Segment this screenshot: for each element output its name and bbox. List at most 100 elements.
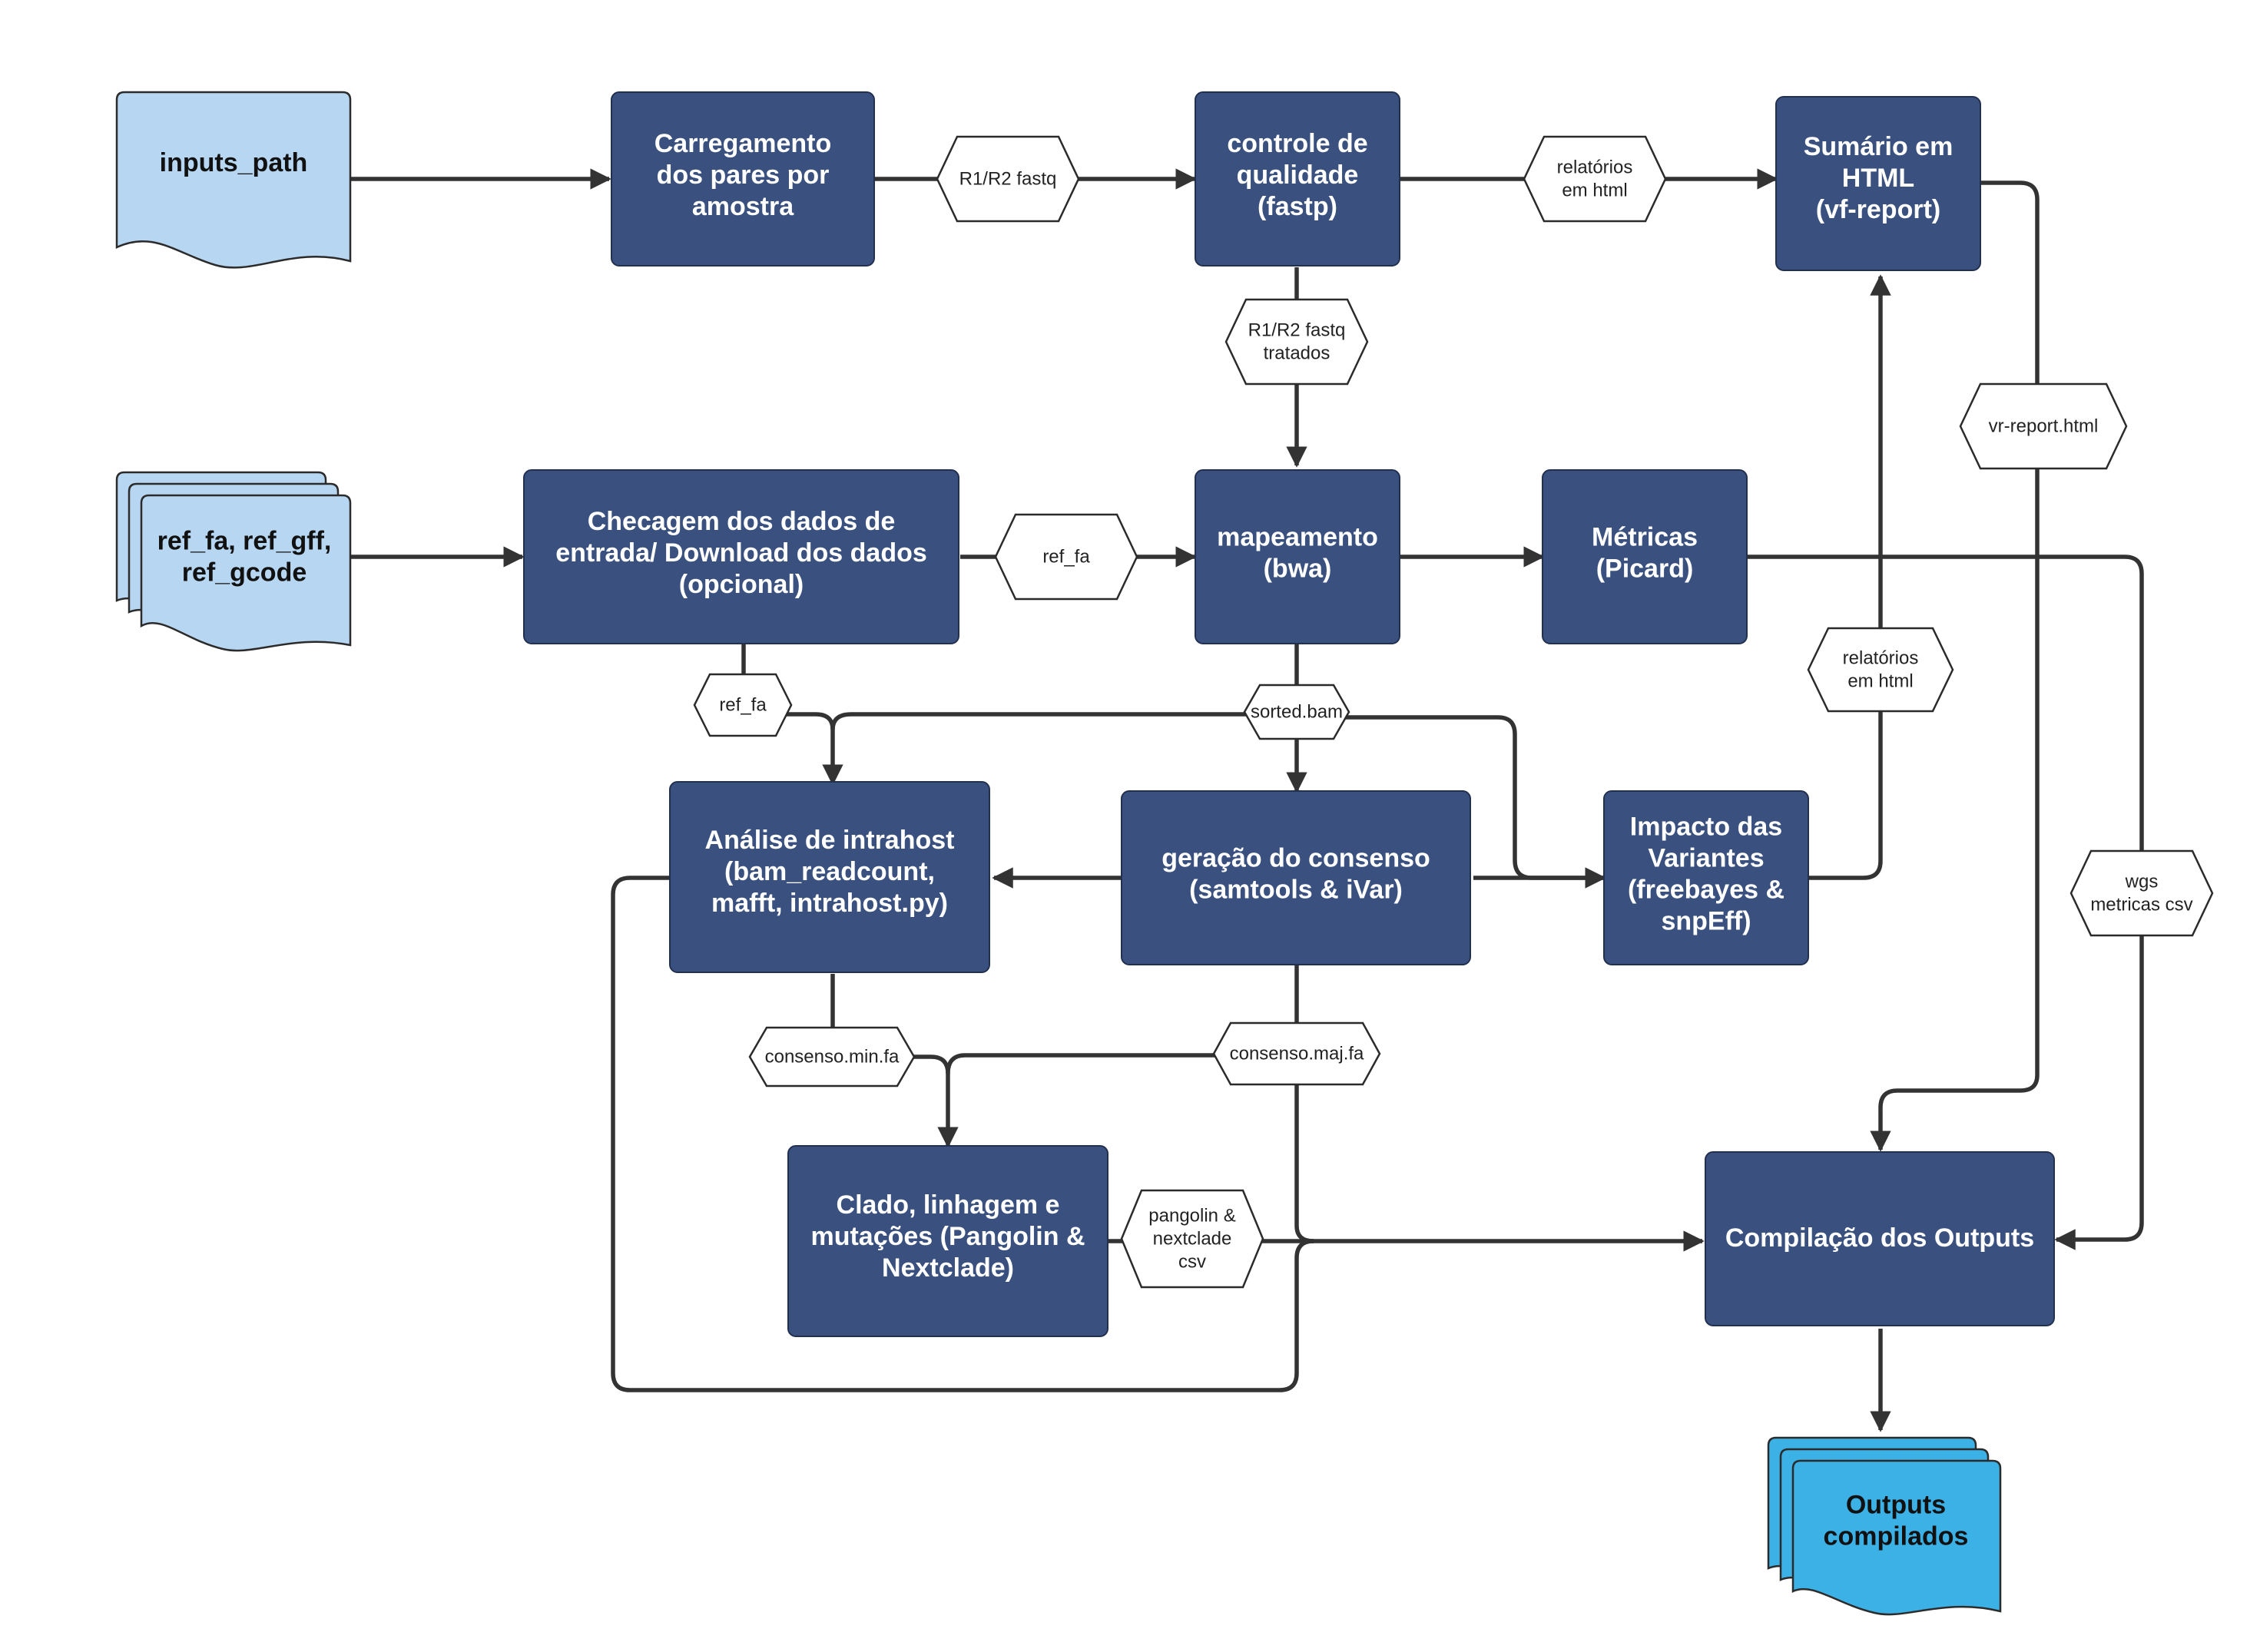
text-line: entrada/ Download dos dados bbox=[555, 538, 927, 568]
label-consenso-maj: consenso.maj.fa bbox=[1212, 1021, 1381, 1086]
text-line: (Picard) bbox=[1596, 555, 1694, 584]
text-line: relatórios bbox=[1843, 648, 1919, 669]
svg-text:consenso.maj.fa: consenso.maj.fa bbox=[1230, 1044, 1364, 1064]
text-line: relatórios bbox=[1557, 157, 1633, 178]
text-line: Outputs bbox=[1846, 1491, 1946, 1520]
text-line: ref_fa, ref_gff, bbox=[157, 527, 332, 556]
mapeamento-text: mapeamento (bwa) bbox=[1217, 523, 1378, 584]
svg-text:sorted.bam: sorted.bam bbox=[1251, 702, 1343, 723]
process-compilacao[interactable]: Compilação dos Outputs bbox=[1705, 1151, 2055, 1326]
text-line: csv bbox=[1178, 1252, 1206, 1273]
edge-sortedbam-to-intrahost bbox=[830, 712, 1297, 730]
process-metricas[interactable]: Métricas (Picard) bbox=[1542, 469, 1748, 644]
text-line: em html bbox=[1562, 180, 1627, 201]
text-line: Impacto das bbox=[1630, 813, 1782, 842]
text-line: qualidade bbox=[1237, 161, 1359, 190]
text-line: nextclade bbox=[1153, 1229, 1232, 1250]
metricas-text: Métricas (Picard) bbox=[1592, 523, 1698, 584]
process-consenso[interactable]: geração do consenso (samtools & iVar) bbox=[1121, 790, 1471, 965]
text-line: (bam_readcount, bbox=[724, 857, 935, 886]
text-line: ref_gcode bbox=[182, 558, 307, 588]
text-line: Métricas bbox=[1592, 523, 1698, 552]
edge-consenso-to-clado bbox=[946, 965, 1299, 1074]
text-line: dos pares por bbox=[657, 161, 830, 190]
text-line: vr-report.html bbox=[1989, 416, 2099, 437]
text-line: sorted.bam bbox=[1251, 702, 1343, 723]
process-sumario-html[interactable]: Sumário em HTML(vf-report) bbox=[1775, 96, 1981, 271]
ref-inputs-document-stack: ref_fa, ref_gff,ref_gcode bbox=[115, 471, 352, 652]
label-ref-fa-mid: ref_fa bbox=[994, 513, 1138, 601]
text-line: Carregamento bbox=[654, 129, 832, 158]
sumario-text: Sumário em HTML(vf-report) bbox=[1804, 132, 1953, 224]
process-controle-qualidade[interactable]: controle de qualidade(fastp) bbox=[1195, 91, 1400, 267]
text-line: mutações (Pangolin & bbox=[810, 1222, 1085, 1251]
label-wgs-metricas: wgs metricas csv bbox=[2069, 849, 2214, 937]
text-line: R1/R2 fastq bbox=[1248, 320, 1346, 341]
text-line: mapeamento bbox=[1217, 523, 1378, 552]
text-line: Variantes bbox=[1648, 844, 1764, 873]
consenso-text: geração do consenso (samtools & iVar) bbox=[1161, 844, 1430, 905]
inputs-path-text: inputs_path bbox=[160, 148, 308, 177]
text-line: R1/R2 fastq bbox=[959, 169, 1057, 190]
text-line: wgs bbox=[2125, 872, 2159, 892]
text-line: pangolin & bbox=[1148, 1206, 1235, 1227]
text-line: Sumário em bbox=[1804, 132, 1953, 161]
text-line: Análise de intrahost bbox=[705, 826, 955, 855]
label-r1r2-fastq: R1/R2 fastq bbox=[936, 135, 1080, 223]
text-line: consenso.maj.fa bbox=[1230, 1044, 1364, 1064]
text-line: consenso.min.fa bbox=[765, 1047, 900, 1068]
text-line: controle de bbox=[1227, 129, 1367, 158]
edge-impacto-to-sumario bbox=[1809, 274, 1891, 880]
edges bbox=[349, 168, 2144, 1432]
text-line: (bwa) bbox=[1264, 555, 1332, 584]
ref-inputs-text: ref_fa, ref_gff,ref_gcode bbox=[157, 527, 332, 588]
label-ref-fa-down: ref_fa bbox=[693, 673, 793, 737]
text-line: em html bbox=[1847, 671, 1913, 692]
svg-text:R1/R2 fastq: R1/R2 fastq bbox=[959, 169, 1057, 190]
svg-text:vr-report.html: vr-report.html bbox=[1989, 416, 2099, 437]
text-line: (opcional) bbox=[679, 570, 804, 599]
text-line: tratados bbox=[1264, 343, 1330, 364]
svg-text:ref_fa: ref_fa bbox=[719, 695, 767, 716]
text-line: (fastp) bbox=[1258, 192, 1337, 221]
text-line: (samtools & iVar) bbox=[1189, 876, 1403, 905]
text-line: HTML bbox=[1842, 164, 1914, 193]
label-consenso-min: consenso.min.fa bbox=[748, 1026, 916, 1088]
controle-text: controle de qualidade(fastp) bbox=[1227, 129, 1367, 221]
text-line: Compilação dos Outputs bbox=[1725, 1223, 2034, 1253]
text-line: mafft, intrahost.py) bbox=[711, 889, 948, 918]
text-line: Clado, linhagem e bbox=[837, 1190, 1060, 1220]
text-line: (freebayes & bbox=[1628, 876, 1784, 905]
text-line: geração do consenso bbox=[1161, 844, 1430, 873]
compilacao-text: Compilação dos Outputs bbox=[1725, 1223, 2034, 1253]
inputs-path-document: inputs_path bbox=[115, 91, 352, 269]
svg-text:ref_fa: ref_fa bbox=[1042, 547, 1090, 568]
text-line: metricas csv bbox=[2090, 895, 2192, 915]
edge-sumario-to-compilacao bbox=[1870, 180, 2040, 1152]
intrahost-text: Análise de intrahost(bam_readcount,mafft… bbox=[705, 826, 955, 918]
svg-text:consenso.min.fa: consenso.min.fa bbox=[765, 1047, 900, 1068]
process-intrahost[interactable]: Análise de intrahost(bam_readcount,mafft… bbox=[669, 781, 990, 973]
text-line: Checagem dos dados de bbox=[588, 507, 896, 536]
process-mapeamento[interactable]: mapeamento (bwa) bbox=[1195, 469, 1400, 644]
text-line: (vf-report) bbox=[1816, 195, 1940, 224]
